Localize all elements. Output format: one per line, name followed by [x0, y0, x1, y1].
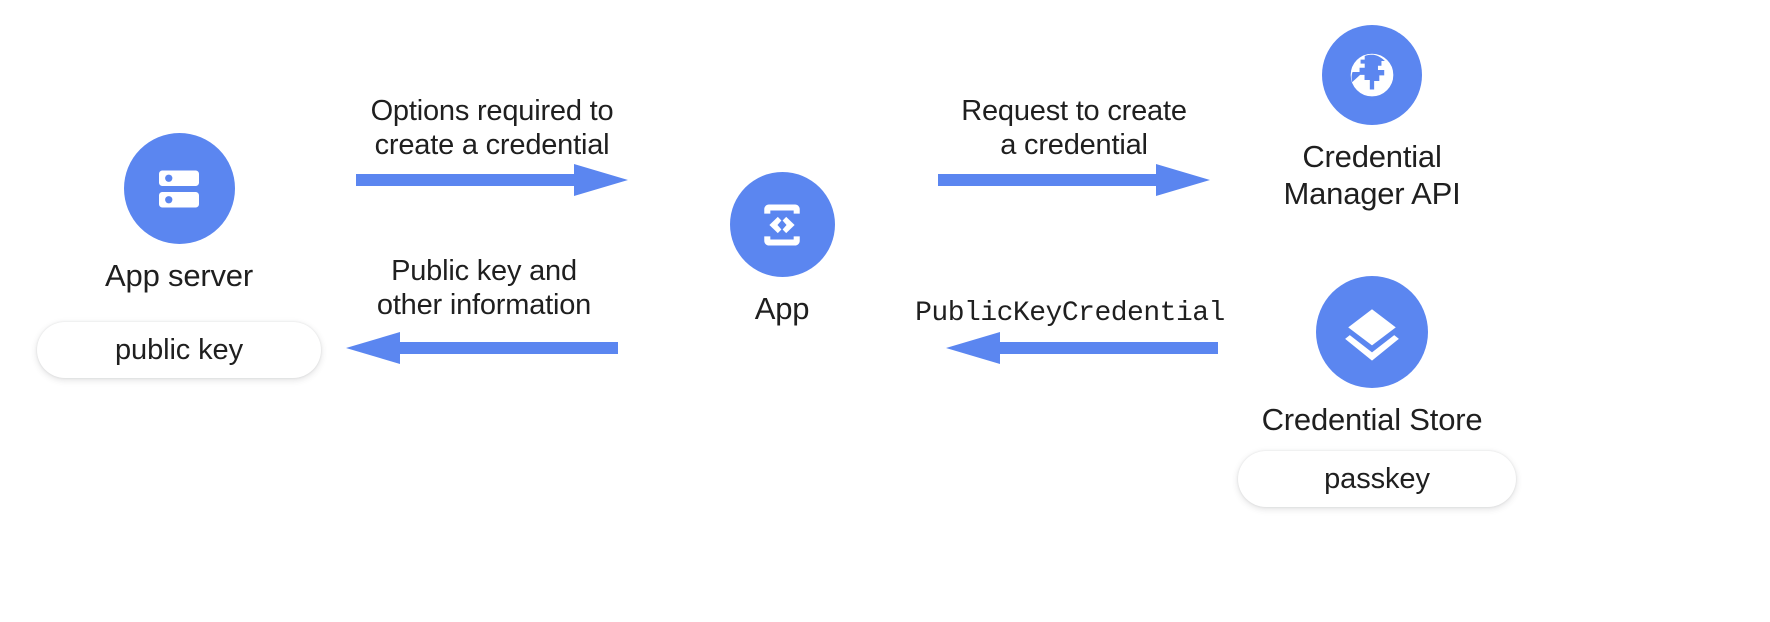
- app-server-circle: [123, 133, 235, 244]
- chip-passkey-label: passkey: [1324, 462, 1430, 495]
- chip-public-key: public key: [37, 322, 321, 378]
- chip-public-key-label: public key: [115, 333, 243, 366]
- flow-caption-public-key-and-other-info: Public key and other information: [376, 255, 592, 321]
- flow-caption-options-required: Options required to create a credential: [370, 95, 614, 161]
- node-label-credential-manager-api: Credential Manager API: [1283, 139, 1461, 211]
- arrow-request-to-create: [938, 164, 1210, 196]
- node-credential-manager-api: Credential Manager API: [1281, 25, 1463, 212]
- arrow-public-key-and-other-info: [346, 332, 618, 364]
- credential-manager-api-circle: [1322, 25, 1422, 125]
- node-label-app-server: App server: [105, 258, 253, 293]
- app-circle: [729, 172, 835, 277]
- node-label-credential-store: Credential Store: [1261, 402, 1483, 437]
- chip-passkey: passkey: [1238, 451, 1516, 507]
- flow-caption-public-key-credential: PublicKeyCredential: [915, 298, 1225, 329]
- phone-code-icon: [764, 203, 800, 246]
- server-icon: [159, 170, 199, 207]
- node-app: App: [712, 172, 852, 328]
- credential-store-circle: [1316, 276, 1428, 388]
- flow-caption-request-to-create: Request to create a credential: [961, 95, 1187, 161]
- arrow-options-required: [356, 164, 628, 196]
- layers-icon: [1345, 309, 1399, 361]
- node-app-server: App server: [104, 133, 254, 295]
- globe-icon: [1346, 49, 1398, 101]
- node-credential-store: Credential Store: [1258, 276, 1486, 439]
- node-label-app: App: [754, 291, 810, 326]
- arrow-public-key-credential: [946, 332, 1218, 364]
